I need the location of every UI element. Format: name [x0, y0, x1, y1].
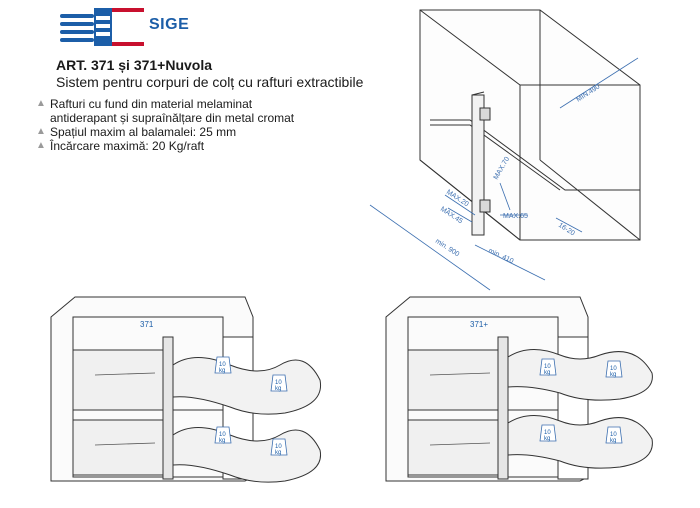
dimension-drawing: MIN.490 MAX.70 MAX.20 MAX.45 MAX.65 16-2… [360, 0, 660, 300]
feature-text-continued: antiderapant și supraînălțare din metal … [50, 111, 295, 125]
weight-unit: kg [610, 438, 616, 444]
feature-text: Rafturi cu fund din material melaminat [50, 97, 253, 111]
feature-text: Încărcare maximă: 20 Kg/raft [50, 139, 205, 153]
cabinet-dimension-figure: MIN.490 MAX.70 MAX.20 MAX.45 MAX.65 16-2… [369, 9, 641, 291]
weight-unit: kg [275, 386, 281, 392]
weight-number: 10 [275, 380, 282, 386]
cabinet-371-plus-drawing: 371+ 10 kg 10 kg 10 kg 10 kg [380, 295, 680, 503]
weight-unit: kg [219, 368, 225, 374]
triangle-bullet-icon: ▲ [36, 126, 46, 137]
feature-item: ▲ Rafturi cu fund din material melaminat… [36, 97, 294, 125]
triangle-bullet-icon: ▲ [36, 140, 46, 151]
dim-max-65: MAX.65 [503, 213, 528, 220]
dim-min-410: min. 410 [487, 247, 514, 265]
sige-logo: SIGE [52, 4, 189, 50]
model-label-371: 371 [140, 320, 154, 329]
feature-list: ▲ Rafturi cu fund din material melaminat… [36, 97, 294, 153]
weight-number: 10 [219, 432, 226, 438]
cabinet-371-plus-figure: 371+ 10 kg 10 kg 10 kg 10 kg [385, 296, 653, 482]
weight-number: 10 [610, 432, 617, 438]
weight-icon: 10 kg [270, 438, 288, 456]
cabinet-371-figure: 371 10 kg 10 kg 10 kg 10 kg [50, 296, 322, 483]
model-label-371-plus: 371+ [470, 320, 488, 329]
feature-item: ▲ Încărcare maximă: 20 Kg/raft [36, 139, 294, 153]
weight-number: 10 [610, 366, 617, 372]
weight-icon: 10 kg [539, 424, 557, 442]
weight-unit: kg [610, 372, 616, 378]
weight-number: 10 [219, 362, 226, 368]
product-subtitle: Sistem pentru corpuri de colț cu rafturi… [56, 74, 364, 90]
feature-text: Spațiul maxim al balamalei: 25 mm [50, 125, 237, 139]
sige-logo-mark-icon [60, 8, 144, 46]
weight-icon: 10 kg [214, 356, 232, 374]
product-title: ART. 371 și 371+Nuvola [56, 57, 213, 73]
dim-max-45: MAX.45 [439, 206, 464, 225]
weight-unit: kg [544, 370, 550, 376]
weight-unit: kg [544, 436, 550, 442]
feature-item: ▲ Spațiul maxim al balamalei: 25 mm [36, 125, 294, 139]
weight-icon: 10 kg [214, 426, 232, 444]
weight-unit: kg [275, 450, 281, 456]
weight-unit: kg [219, 438, 225, 444]
weight-icon: 10 kg [605, 360, 623, 378]
weight-icon: 10 kg [270, 374, 288, 392]
cabinet-371-drawing: 371 10 kg 10 kg 10 kg 10 kg [45, 295, 345, 503]
weight-number: 10 [544, 364, 551, 370]
weight-number: 10 [544, 430, 551, 436]
weight-icon: 10 kg [605, 426, 623, 444]
dim-min-900: min. 900 [434, 238, 460, 259]
triangle-bullet-icon: ▲ [36, 98, 46, 109]
weight-number: 10 [275, 444, 282, 450]
weight-icon: 10 kg [539, 358, 557, 376]
brand-name: SIGE [149, 16, 190, 33]
